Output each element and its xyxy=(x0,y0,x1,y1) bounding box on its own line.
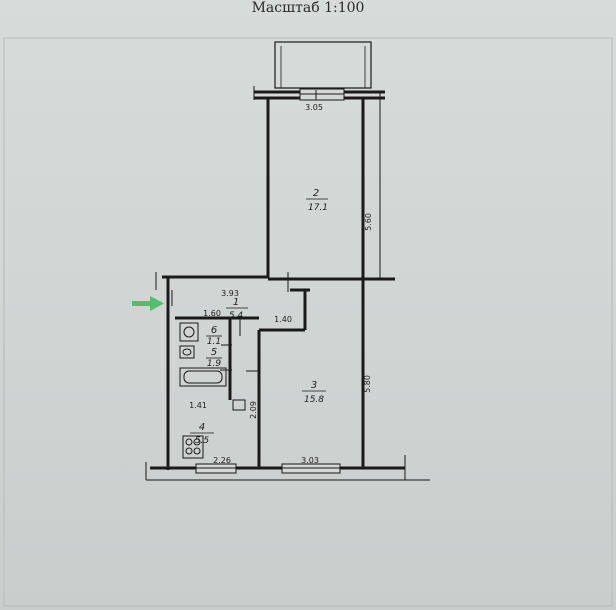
balcony xyxy=(274,41,372,89)
bathtub-icon xyxy=(179,367,227,387)
paper-border xyxy=(3,37,613,607)
dim-bath-width: 1.41 xyxy=(189,401,207,410)
door-ticks xyxy=(171,90,317,372)
room-5-number: 5 xyxy=(211,347,217,358)
room-5-area: 1.9 xyxy=(207,359,222,369)
room-2-area: 17.1 xyxy=(308,203,328,213)
room-4-number: 4 xyxy=(199,422,205,433)
room-4-area: 5.5 xyxy=(195,436,210,446)
room-3-number: 3 xyxy=(311,380,317,391)
room-2-number: 2 xyxy=(313,188,319,199)
room-1-area: 5.4 xyxy=(229,311,244,321)
kitchen-sink-icon xyxy=(232,399,246,411)
dim-corridor-width: 3.93 xyxy=(221,289,239,298)
dim-room3-bottom: 3.03 xyxy=(301,456,319,465)
dim-corridor-left: 1.60 xyxy=(203,309,221,318)
walls xyxy=(150,90,405,470)
dim-corridor-right: 1.40 xyxy=(274,315,292,324)
scale-title: Масштаб 1:100 xyxy=(251,0,365,16)
dim-room3-height: 5.80 xyxy=(363,375,372,393)
toilet-icon xyxy=(179,322,199,342)
windows xyxy=(195,88,345,474)
stove-icon xyxy=(182,435,204,459)
room-6-number: 6 xyxy=(211,325,217,336)
room-3-area: 15.8 xyxy=(304,395,324,405)
room-1-number: 1 xyxy=(233,297,239,308)
outline-lines xyxy=(145,86,430,481)
dim-kitchen-bottom: 2.26 xyxy=(213,456,231,465)
dim-room2-height: 5.60 xyxy=(364,213,373,231)
green-arrow-icon xyxy=(132,296,164,311)
room-6-area: 1.1 xyxy=(207,337,221,347)
dim-balcony-top: 3.05 xyxy=(305,103,323,112)
sink-icon xyxy=(179,345,195,359)
dim-kitchen-partition: 2.09 xyxy=(249,401,258,419)
